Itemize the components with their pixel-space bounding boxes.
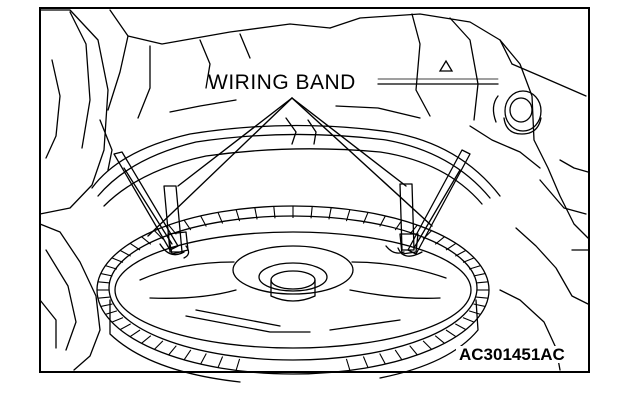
- sprocket-tooth: [100, 303, 113, 307]
- sprocket-tooth: [345, 209, 351, 222]
- sprocket-tooth: [129, 329, 141, 338]
- sprocket-tooth: [462, 257, 475, 263]
- sprocket-tooth: [445, 329, 457, 338]
- sprocket-tooth: [254, 207, 258, 220]
- sprocket-tooth: [473, 273, 486, 277]
- figure-id: AC301451AC: [456, 346, 568, 363]
- sprocket-tooth: [468, 265, 481, 270]
- engine-housing: [39, 9, 589, 371]
- wiring-band-left: [113, 151, 190, 259]
- sprocket-tooth: [462, 317, 475, 323]
- sprocket-tooth: [445, 242, 457, 251]
- sprocket-tooth: [476, 281, 489, 284]
- sprocket-tooth: [183, 349, 192, 361]
- belt-cover-rim: [91, 117, 501, 207]
- wiring-band-right: [385, 149, 471, 257]
- sprocket-tooth: [409, 224, 418, 235]
- sprocket-tooth: [394, 219, 403, 231]
- sprocket-tooth: [328, 207, 332, 220]
- sprocket-tooth: [168, 345, 177, 356]
- sprocket-tooth: [168, 224, 177, 235]
- sprocket-tooth: [476, 296, 489, 299]
- oil-cap: [492, 90, 542, 135]
- sprocket-tooth: [362, 212, 369, 224]
- callout-leaders: [147, 97, 433, 237]
- sprocket-tooth: [154, 340, 164, 350]
- sprocket-tooth: [455, 249, 467, 257]
- sprocket-tooth: [141, 335, 152, 344]
- sprocket-tooth: [235, 209, 241, 222]
- sprocket-tooth: [362, 356, 369, 368]
- sprocket-tooth: [422, 230, 432, 240]
- sprocket-tooth: [129, 242, 141, 251]
- callout-wiring-band: WIRING BAND: [208, 71, 356, 94]
- sprocket-tooth: [100, 273, 113, 277]
- sprocket-tooth: [434, 335, 445, 344]
- sprocket-tooth: [97, 281, 110, 284]
- sprocket-tooth: [111, 257, 124, 263]
- sprocket-tooth: [217, 356, 224, 368]
- sprocket-tooth: [434, 236, 445, 245]
- sprocket-tooth: [394, 349, 403, 361]
- sprocket-tooth: [235, 358, 241, 371]
- sprocket-tooth: [455, 323, 467, 331]
- sprocket-tooth: [105, 265, 118, 270]
- sprocket-tooth: [97, 296, 110, 299]
- sprocket-tooth: [119, 249, 131, 257]
- triangle-icon: [438, 59, 454, 72]
- sprocket-tooth: [119, 323, 131, 331]
- sprocket-tooth: [409, 345, 418, 356]
- figure-frame: [39, 7, 590, 373]
- sprocket-tooth: [310, 206, 313, 219]
- sprocket-tooth: [379, 353, 386, 365]
- sprocket-tooth: [217, 212, 224, 224]
- sprocket-tooth: [200, 215, 207, 227]
- sprocket-tooth: [141, 236, 152, 245]
- sprocket-tooth: [105, 310, 118, 315]
- sprocket-tooth: [111, 317, 124, 323]
- sprocket-tooth: [200, 353, 207, 365]
- sprocket-tooth: [468, 310, 481, 315]
- sprocket-tooth: [379, 215, 386, 227]
- sprocket-teeth: [97, 206, 489, 371]
- sprocket-tooth: [273, 206, 276, 219]
- sprocket-tooth: [345, 358, 351, 371]
- sprocket-tooth: [422, 340, 432, 350]
- sprocket-tooth: [473, 303, 486, 307]
- sprocket-hub: [232, 245, 354, 295]
- sprocket-tooth: [154, 230, 164, 240]
- sprocket-tooth: [183, 219, 192, 231]
